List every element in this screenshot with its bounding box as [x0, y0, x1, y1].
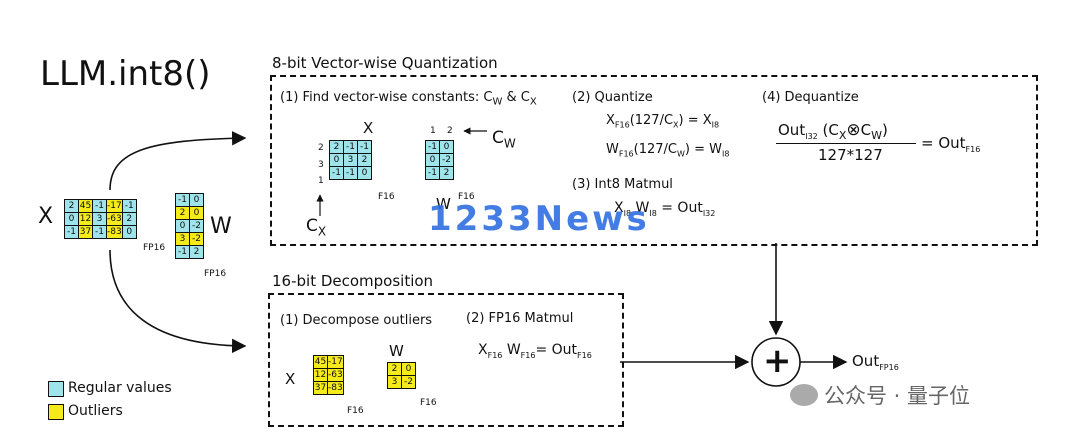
matrix-cell: 0 — [357, 166, 372, 180]
matrix-cell: 2 — [357, 153, 372, 167]
matrix-cell: -83 — [327, 381, 344, 395]
vector-row-const-2: 3 — [318, 160, 324, 170]
matrix-cell: -63 — [106, 212, 123, 226]
decomp-step1: (1) Decompose outliers — [280, 313, 433, 328]
matrix-cell: 2 — [175, 206, 190, 220]
vector-row-const-1: 2 — [318, 143, 324, 153]
decomp-x-matrix: 45-17 12-63 37-83 — [313, 355, 344, 395]
legend-outlier-label: Outliers — [68, 403, 123, 419]
decomp-section-box — [268, 293, 624, 427]
dequantize-fraction-bar — [776, 143, 916, 144]
vector-x-label: X — [363, 119, 374, 137]
page-title: LLM.int8() — [40, 54, 211, 94]
decomp-w-fp16: F16 — [420, 398, 437, 408]
vector-col-const-2: 2 — [447, 126, 453, 136]
vector-step3: (3) Int8 Matmul — [572, 177, 673, 192]
matrix-cell: -1 — [425, 166, 440, 180]
matrix-cell: 0 — [401, 362, 416, 376]
vector-cw-label: CW — [492, 128, 516, 151]
vector-cx-label: CX — [306, 216, 327, 239]
watermark-logo: 1233News — [428, 199, 650, 239]
matrix-cell: -1 — [343, 140, 358, 154]
matrix-cell: 0 — [175, 219, 190, 233]
matrix-cell: -1 — [175, 245, 190, 259]
matrix-cell: 0 — [439, 140, 454, 154]
decomp-section-title: 16-bit Decomposition — [272, 272, 434, 290]
matrix-cell: 3 — [387, 375, 402, 389]
matrix-cell: 45 — [313, 355, 328, 369]
arrow-to-quantization — [109, 131, 247, 191]
matrix-cell: 37 — [313, 381, 328, 395]
wechat-account: 公众号 · 量子位 — [790, 380, 970, 410]
plus-symbol: + — [763, 341, 792, 381]
arrow-to-decomposition — [109, 249, 247, 354]
matrix-cell: -2 — [439, 153, 454, 167]
matrix-cell: -83 — [106, 225, 123, 239]
matrix-cell: 0 — [121, 225, 137, 239]
dequantize-numerator: OutI32 (CX⊗CW) — [778, 120, 888, 142]
matrix-cell: 2 — [329, 140, 344, 154]
matrix-cell: 0 — [189, 193, 204, 207]
matrix-cell: 45 — [78, 199, 93, 213]
matrix-cell: 12 — [78, 212, 93, 226]
matrix-cell: -2 — [401, 375, 416, 389]
matrix-cell: 37 — [78, 225, 93, 239]
matrix-cell: -17 — [327, 355, 344, 369]
vector-step1: (1) Find vector-wise constants: CW & CX — [280, 90, 537, 108]
vector-col-const-1: 1 — [430, 126, 436, 136]
vector-step4: (4) Dequantize — [762, 90, 859, 105]
matrix-cell: -1 — [175, 193, 190, 207]
quantize-eq-w: WF16(127/CW) = WI8 — [606, 142, 730, 159]
matrix-cell: 2 — [387, 362, 402, 376]
matrix-cell: 2 — [439, 166, 454, 180]
matrix-cell: -2 — [189, 219, 204, 233]
matrix-cell: -2 — [189, 232, 204, 246]
vector-x-fp16: F16 — [378, 192, 395, 202]
fp16-matmul-eq: XF16 WF16= OutF16 — [478, 342, 592, 360]
vector-row-const-3: 1 — [318, 176, 324, 186]
decomp-x-label: X — [285, 370, 296, 388]
legend-regular-swatch — [48, 381, 64, 397]
matrix-cell: 2 — [64, 199, 79, 213]
matrix-cell: 2 — [189, 245, 204, 259]
matrix-cell: -1 — [92, 225, 107, 239]
legend-outlier-swatch — [48, 404, 64, 420]
vector-section-box — [270, 75, 1038, 246]
decomp-step2: (2) FP16 Matmul — [466, 311, 574, 326]
legend-regular-label: Regular values — [68, 380, 172, 396]
dequantize-result: = OutF16 — [921, 134, 981, 154]
input-x-fp16: FP16 — [143, 243, 166, 253]
decomp-x-fp16: F16 — [347, 406, 364, 416]
dequantize-denominator: 127*127 — [818, 146, 883, 164]
decomp-w-label: W — [389, 342, 404, 360]
input-w-label: W — [210, 214, 232, 239]
input-x-label: X — [38, 204, 54, 229]
input-w-fp16: FP16 — [204, 269, 227, 279]
vector-step2: (2) Quantize — [572, 90, 653, 105]
vector-section-title: 8-bit Vector-wise Quantization — [272, 54, 498, 72]
matrix-cell: -1 — [329, 166, 344, 180]
int8-matmul-eq: XI8 WI8 = OutI32 — [614, 200, 716, 218]
output-label: OutFP16 — [852, 352, 899, 372]
matrix-cell: 2 — [121, 212, 137, 226]
quantize-eq-x: XF16(127/CX) = XI8 — [606, 113, 720, 130]
vector-w-label: W — [436, 195, 451, 213]
vector-w-fp16: F16 — [458, 192, 475, 202]
wechat-icon — [790, 384, 818, 406]
